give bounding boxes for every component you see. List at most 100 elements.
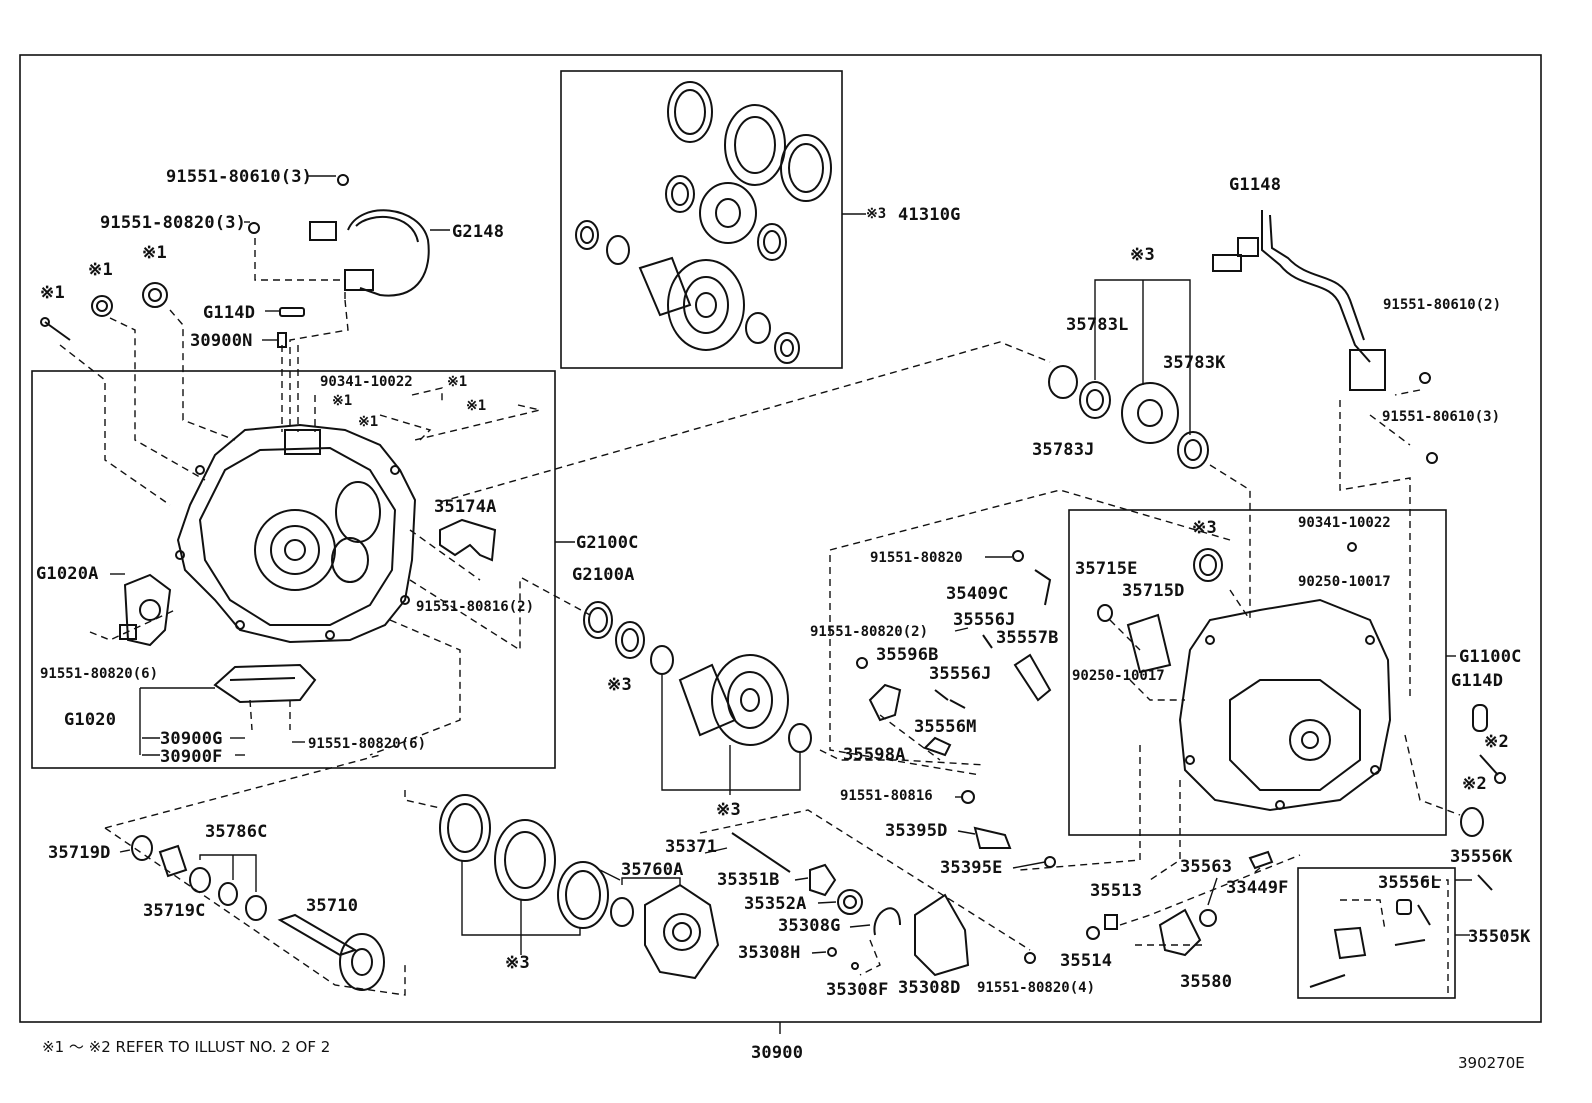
housing-small-parts [1097, 542, 1506, 837]
label-35351b: 35351B [717, 870, 780, 890]
label-35556k: 35556K [1450, 847, 1513, 867]
label-91551-80820-6: 91551-80820(6) [40, 666, 158, 682]
shift-parts [856, 550, 1056, 868]
label-91551-80610-3: 91551-80610(3) [166, 167, 312, 187]
label-35505k: 35505K [1468, 927, 1531, 947]
35505k-parts [1309, 899, 1431, 988]
label-35783j: 35783J [1032, 440, 1095, 460]
label-41310g: 41310G [898, 205, 961, 225]
label-35514: 35514 [1060, 951, 1112, 971]
footnote: ※1 ～ ※2 REFER TO ILLUST NO. 2 OF 2 [42, 1038, 330, 1056]
label-35715e: 35715E [1075, 559, 1138, 579]
label-note-1: ※1 [466, 398, 486, 414]
label-note-2: ※2 [1484, 732, 1509, 752]
label-g2148: G2148 [452, 222, 504, 242]
bearing-kit-parts [575, 81, 832, 364]
gasket-35174a [439, 518, 497, 562]
label-35308f: 35308F [826, 980, 889, 1000]
label-90341-10022: 90341-10022 [1298, 515, 1391, 531]
label-35371: 35371 [665, 837, 717, 857]
label-35715d: 35715D [1122, 581, 1185, 601]
label-35557b: 35557B [996, 628, 1059, 648]
label-35719c: 35719C [143, 901, 206, 921]
label-35556j: 35556J [929, 664, 992, 684]
housing-group-box [1068, 509, 1447, 836]
label-91551-80820-6: 91551-80820(6) [308, 736, 426, 752]
label-g114d: G114D [203, 303, 255, 323]
case-group-box [31, 370, 556, 769]
label-35308h: 35308H [738, 943, 801, 963]
label-note-3: ※3 [505, 953, 530, 973]
label-35598a: 35598A [843, 745, 906, 765]
label-35783l: 35783L [1066, 315, 1129, 335]
label-91551-80816: 91551-80816 [840, 788, 933, 804]
label-35719d: 35719D [48, 843, 111, 863]
housing-g1100c [1178, 598, 1392, 812]
label-35556j: 35556J [953, 610, 1016, 630]
label-35596b: 35596B [876, 645, 939, 665]
label-91551-80610-3: 91551-80610(3) [1382, 409, 1500, 425]
label-91551-80820-2: 91551-80820(2) [810, 624, 928, 640]
label-g114d: G114D [1451, 671, 1503, 691]
ring-gear-group [439, 794, 720, 980]
bearings-35783 [1048, 279, 1209, 469]
shift-lever-group-box [1297, 867, 1456, 999]
30900n-pin [277, 332, 287, 348]
label-35760a: 35760A [621, 860, 684, 880]
callout-labels: 91551-80610(3) 91551-80820(3) G2148 G114… [36, 167, 1531, 1072]
counter-gear-group [131, 835, 385, 991]
label-30900n: 30900N [190, 331, 253, 351]
label-35308d: 35308D [898, 978, 961, 998]
label-note-3: ※3 [866, 206, 886, 222]
label-35563: 35563 [1180, 857, 1232, 877]
detent-parts [1086, 850, 1493, 957]
label-g1020: G1020 [64, 710, 116, 730]
label-35409c: 35409C [946, 584, 1009, 604]
label-30900g: 30900G [160, 729, 223, 749]
label-note-1: ※1 [447, 374, 467, 390]
label-note-1: ※1 [332, 393, 352, 409]
label-note-3: ※3 [607, 675, 632, 695]
label-91551-80820-4: 91551-80820(4) [977, 980, 1095, 996]
label-91551-80610-2: 91551-80610(2) [1383, 297, 1501, 313]
label-35580: 35580 [1180, 972, 1232, 992]
label-35786c: 35786C [205, 822, 268, 842]
differential-assy [583, 601, 812, 795]
label-35783k: 35783K [1163, 353, 1226, 373]
label-35395e: 35395E [940, 858, 1003, 878]
label-35556l: 35556L [1378, 873, 1441, 893]
label-g1148: G1148 [1229, 175, 1281, 195]
left-seals [40, 282, 168, 341]
label-90250-10017: 90250-10017 [1072, 668, 1165, 684]
label-91551-80816-2: 91551-80816(2) [416, 599, 534, 615]
label-91551-80820-3: 91551-80820(3) [100, 213, 246, 233]
label-g2100a: G2100A [572, 565, 635, 585]
label-35352a: 35352A [744, 894, 807, 914]
label-g1020a: G1020A [36, 564, 99, 584]
g1020a-cover [119, 573, 172, 647]
label-note-2: ※2 [1462, 774, 1487, 794]
label-33449f: 33449F [1226, 878, 1289, 898]
g114d-plug [279, 307, 305, 317]
label-note-1: ※1 [358, 414, 378, 430]
label-note-3: ※3 [1192, 518, 1217, 538]
assembly-number: 30900 [751, 1043, 803, 1063]
outer-frame [19, 54, 1542, 1023]
label-note-3: ※3 [1130, 245, 1155, 265]
label-note-1: ※1 [88, 260, 113, 280]
label-g2100c: G2100C [576, 533, 639, 553]
label-note-3: ※3 [716, 800, 741, 820]
label-35174a: 35174A [434, 497, 497, 517]
label-90250-10017: 90250-10017 [1298, 574, 1391, 590]
label-g1100c: G1100C [1459, 647, 1522, 667]
transaxle-case [175, 423, 417, 644]
bearing-kit-box [560, 70, 843, 369]
label-35513: 35513 [1090, 881, 1142, 901]
harness-g2148 [248, 174, 430, 297]
label-35710: 35710 [306, 896, 358, 916]
label-35395d: 35395D [885, 821, 948, 841]
label-90341-10022: 90341-10022 [320, 374, 413, 390]
g1020-pan [213, 663, 317, 704]
